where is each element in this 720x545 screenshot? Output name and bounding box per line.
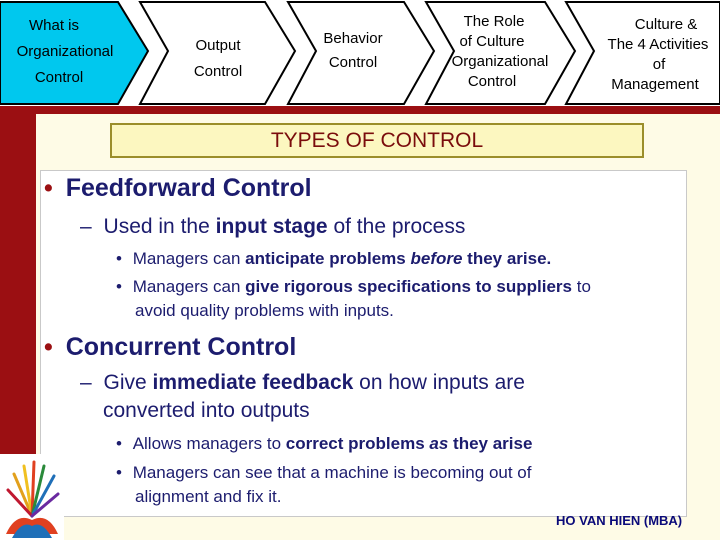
tab-behavior-control[interactable]: Behavior Control bbox=[310, 27, 396, 75]
chevron-tabs-graphic bbox=[0, 0, 720, 105]
heading-text: Concurrent Control bbox=[65, 333, 297, 361]
tab-label: Culture & bbox=[634, 16, 698, 33]
text-segment: of the process bbox=[327, 215, 466, 238]
tab-label: Control bbox=[34, 69, 84, 86]
tab-label: Organizational bbox=[16, 43, 114, 60]
feedforward-point-1: • Managers can anticipate problems befor… bbox=[116, 249, 551, 269]
dash-icon: – bbox=[80, 215, 92, 238]
text-segment: to bbox=[572, 277, 591, 296]
logo bbox=[0, 454, 64, 540]
tab-culture-activities-shape[interactable] bbox=[564, 0, 720, 105]
text-segment: they arise. bbox=[462, 249, 552, 268]
tab-label: Management bbox=[611, 76, 699, 93]
text-emphasis: before bbox=[410, 249, 463, 268]
concurrent-heading: • Concurrent Control bbox=[44, 333, 296, 362]
bullet-icon: • bbox=[116, 249, 122, 268]
tab-label: Control bbox=[193, 63, 243, 80]
bullet-icon: • bbox=[116, 463, 122, 482]
tab-label: Control bbox=[328, 54, 378, 71]
text-segment: Allows managers to bbox=[132, 434, 286, 453]
tab-role-of-culture-shape[interactable] bbox=[424, 0, 577, 105]
dash-icon: – bbox=[80, 371, 92, 394]
text-segment: on how inputs are bbox=[353, 371, 525, 394]
navigation-bar: What is Organizational Control Output Co… bbox=[0, 0, 720, 108]
text-segment: Managers can see that a machine is becom… bbox=[132, 463, 532, 482]
tab-what-is-control[interactable]: What is Organizational Control bbox=[4, 13, 126, 91]
text-segment: Used in the bbox=[103, 215, 216, 238]
heading-text: Feedforward Control bbox=[65, 174, 312, 202]
text-emphasis: immediate feedback bbox=[152, 371, 354, 394]
bullet-icon: • bbox=[116, 277, 122, 296]
concurrent-point-2: • Managers can see that a machine is bec… bbox=[116, 463, 531, 483]
content-box bbox=[40, 170, 687, 517]
text-segment: Managers can bbox=[132, 277, 246, 296]
tab-label: of Culture bbox=[459, 33, 525, 50]
feedforward-point-2: • Managers can give rigorous specificati… bbox=[116, 277, 591, 297]
feedforward-subpoint: – Used in the input stage of the process bbox=[80, 215, 465, 239]
feedforward-heading: • Feedforward Control bbox=[44, 174, 312, 203]
text-segment: Give bbox=[103, 371, 153, 394]
text-segment: they arise bbox=[448, 434, 533, 453]
text-emphasis: anticipate problems bbox=[245, 249, 406, 268]
slide-title: TYPES OF CONTROL bbox=[110, 123, 644, 158]
tab-culture-activities[interactable]: Culture & The 4 Activities of Management bbox=[578, 15, 718, 95]
tab-behavior-control-shape[interactable] bbox=[286, 0, 436, 105]
tab-label: The Role bbox=[463, 13, 525, 30]
tab-output-control-shape[interactable] bbox=[138, 0, 297, 105]
slide-title-text: TYPES OF CONTROL bbox=[270, 128, 484, 152]
bullet-icon: • bbox=[44, 174, 53, 202]
text-segment: Managers can bbox=[132, 249, 246, 268]
feedforward-point-2-cont: avoid quality problems with inputs. bbox=[135, 301, 394, 320]
text-emphasis: input stage bbox=[215, 215, 328, 238]
bullet-icon: • bbox=[44, 333, 53, 361]
hands-logo-icon bbox=[6, 460, 60, 538]
text-emphasis: give rigorous specifications to supplier… bbox=[245, 277, 572, 296]
footer-author: HO VAN HIEN (MBA) bbox=[556, 513, 683, 528]
concurrent-point-2-cont: alignment and fix it. bbox=[135, 487, 282, 506]
tab-label: What is bbox=[28, 17, 79, 34]
concurrent-point-1: • Allows managers to correct problems as… bbox=[116, 434, 532, 454]
text-emphasis: correct problems bbox=[285, 434, 425, 453]
tab-label: The 4 Activities bbox=[607, 36, 709, 53]
tab-label: Control bbox=[467, 73, 517, 90]
concurrent-subpoint-cont: converted into outputs bbox=[103, 399, 310, 422]
tab-label: Output bbox=[195, 37, 241, 54]
tab-label: of bbox=[652, 56, 666, 73]
tab-label: Organizational bbox=[451, 53, 549, 70]
tab-label: Behavior bbox=[323, 30, 383, 47]
tab-output-control[interactable]: Output Control bbox=[178, 33, 258, 85]
tab-what-is-control-shape[interactable] bbox=[0, 1, 150, 105]
bullet-icon: • bbox=[116, 434, 122, 453]
concurrent-subpoint: – Give immediate feedback on how inputs … bbox=[80, 371, 525, 395]
tab-role-of-culture[interactable]: The Role of Culture Organizational Contr… bbox=[440, 12, 560, 92]
text-emphasis: as bbox=[429, 434, 449, 453]
